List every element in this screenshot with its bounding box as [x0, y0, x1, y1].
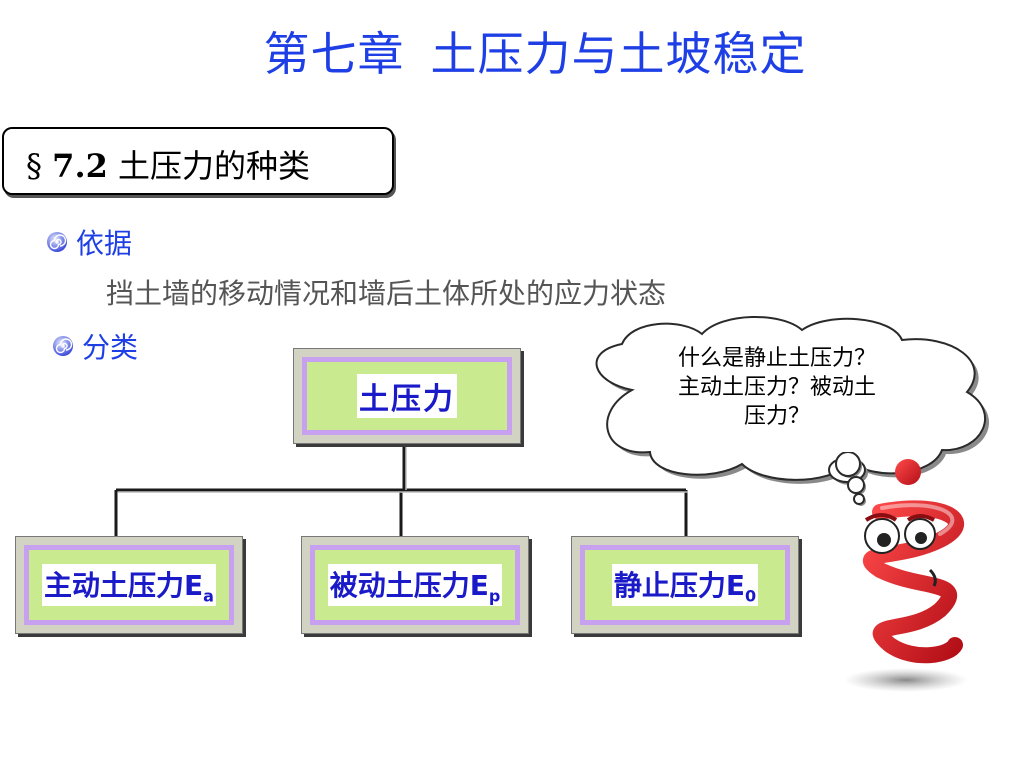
section-symbol: §: [26, 147, 42, 185]
section-heading-box: § 7.2 土压力的种类: [2, 127, 394, 195]
at-rest-pressure-label: 静止压力E0: [611, 564, 759, 606]
bullet-classification: 分类: [52, 326, 138, 366]
active-pressure-label: 主动土压力Ea: [42, 564, 216, 606]
thought-line-1: 什么是静止土压力？: [677, 346, 876, 371]
spiral-bullet-icon: [47, 232, 67, 252]
thought-line-3: 压力？: [743, 404, 810, 429]
chapter-title: 土压力与土坡稳定: [430, 27, 807, 81]
section-title: 土压力的种类: [118, 147, 311, 185]
chapter-number: 第七章: [263, 27, 405, 81]
tree-node-passive: 被动土压力Ep: [301, 536, 529, 634]
bullet-classification-label: 分类: [82, 331, 139, 364]
passive-pressure-label: 被动土压力Ep: [327, 564, 503, 606]
spiral-bullet-icon: [53, 336, 73, 356]
thought-dots-icon: [835, 452, 866, 506]
tree-node-root: 土压力: [293, 348, 521, 444]
section-heading: § 7.2 土压力的种类: [26, 141, 310, 187]
tree-node-active: 主动土压力Ea: [15, 536, 243, 634]
tree-node-at-rest: 静止压力E0: [571, 536, 799, 634]
bullet-basis-label: 依据: [76, 227, 133, 260]
basis-description: 挡土墙的移动情况和墙后土体所处的应力状态: [106, 277, 667, 310]
red-spring-mascot-icon: [844, 459, 968, 692]
thought-line-2: 主动土压力？被动土: [677, 375, 876, 400]
root-label: 土压力: [357, 374, 457, 418]
thought-bubble-text: 什么是静止土压力？ 主动土压力？被动土 压力？: [636, 344, 918, 431]
slide-title: 第七章土压力与土坡稳定: [0, 18, 1024, 84]
section-number: 7.2: [52, 147, 108, 185]
bullet-basis: 依据: [46, 222, 132, 262]
